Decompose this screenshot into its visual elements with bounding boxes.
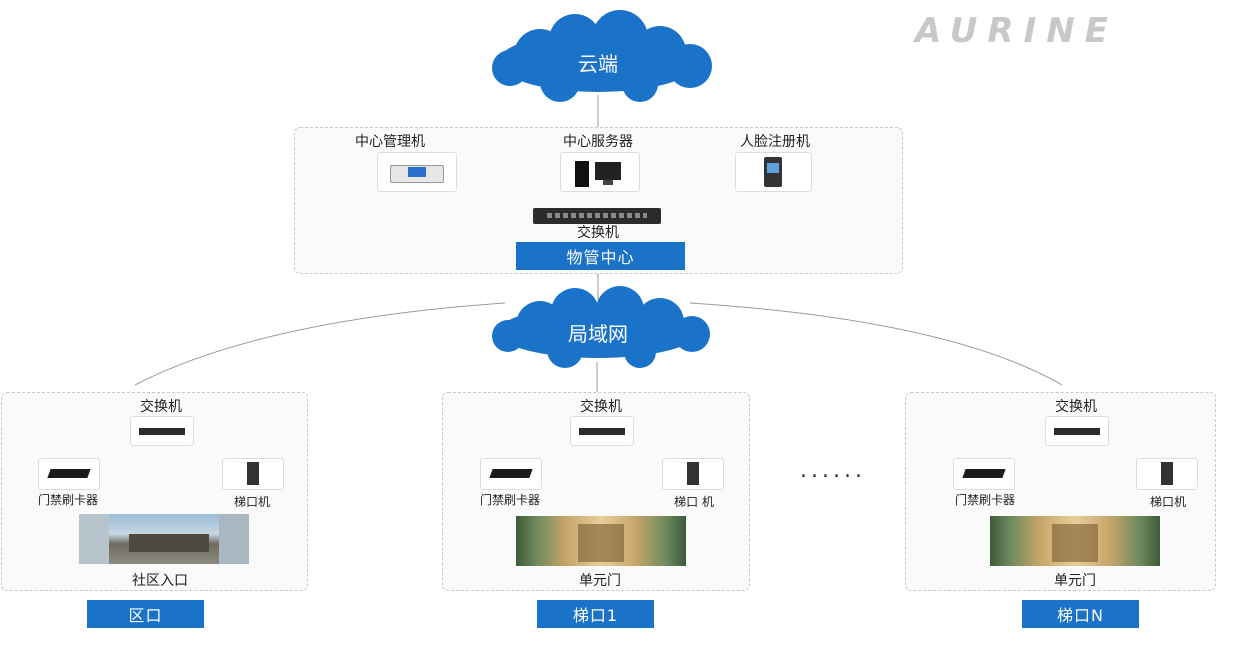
zone1-door-station-icon xyxy=(222,458,284,490)
aurine-logo: AURINE xyxy=(905,8,1225,52)
unit1-door-photo xyxy=(516,516,686,566)
lan-label: 局域网 xyxy=(568,322,628,346)
zone3-photo-label: 单元门 xyxy=(1054,573,1096,589)
zone2-card-reader-label: 门禁刷卡器 xyxy=(479,493,540,507)
community-entrance-photo xyxy=(79,514,249,564)
more-zones-ellipsis: ...... xyxy=(800,458,866,483)
management-terminal-icon xyxy=(377,152,457,192)
zone2-switch-label: 交换机 xyxy=(580,399,622,415)
zone3-door-station-icon xyxy=(1136,458,1198,490)
device-label-management: 中心管理机 xyxy=(355,134,425,150)
zone1-card-reader-label: 门禁刷卡器 xyxy=(37,493,98,507)
zone1-switch-icon xyxy=(130,416,194,446)
zone3-switch-icon xyxy=(1045,416,1109,446)
zone2-photo-label: 单元门 xyxy=(579,573,621,589)
zone1-switch-label: 交换机 xyxy=(140,399,182,415)
zone2-card-reader-icon xyxy=(480,458,542,490)
center-switch-label: 交换机 xyxy=(577,225,619,241)
server-icon xyxy=(560,152,640,192)
zone1-door-station-label: 梯口机 xyxy=(233,495,270,509)
zone3-door-station-label: 梯口机 xyxy=(1149,495,1186,509)
device-label-face: 人脸注册机 xyxy=(740,134,810,150)
zone3-card-reader-label: 门禁刷卡器 xyxy=(954,493,1015,507)
zone2-switch-icon xyxy=(570,416,634,446)
lan-cloud-shape xyxy=(492,286,710,368)
device-label-server: 中心服务器 xyxy=(563,134,633,150)
cloud-label: 云端 xyxy=(578,52,618,76)
face-registration-icon xyxy=(735,152,812,192)
property-center-badge[interactable]: 物管中心 xyxy=(516,242,685,270)
zone3-badge[interactable]: 梯口N xyxy=(1022,600,1139,628)
zone2-badge[interactable]: 梯口1 xyxy=(537,600,654,628)
zone1-photo-label: 社区入口 xyxy=(132,573,188,589)
svg-text:AURINE: AURINE xyxy=(912,11,1118,51)
zone2-door-station-icon xyxy=(662,458,724,490)
center-switch-icon xyxy=(533,208,661,224)
zone3-card-reader-icon xyxy=(953,458,1015,490)
zone2-door-station-label: 梯口 机 xyxy=(674,495,714,509)
zone1-card-reader-icon xyxy=(38,458,100,490)
zone1-badge[interactable]: 区口 xyxy=(87,600,204,628)
cloud-shape xyxy=(492,10,712,102)
unitN-door-photo xyxy=(990,516,1160,566)
zone3-switch-label: 交换机 xyxy=(1055,399,1097,415)
